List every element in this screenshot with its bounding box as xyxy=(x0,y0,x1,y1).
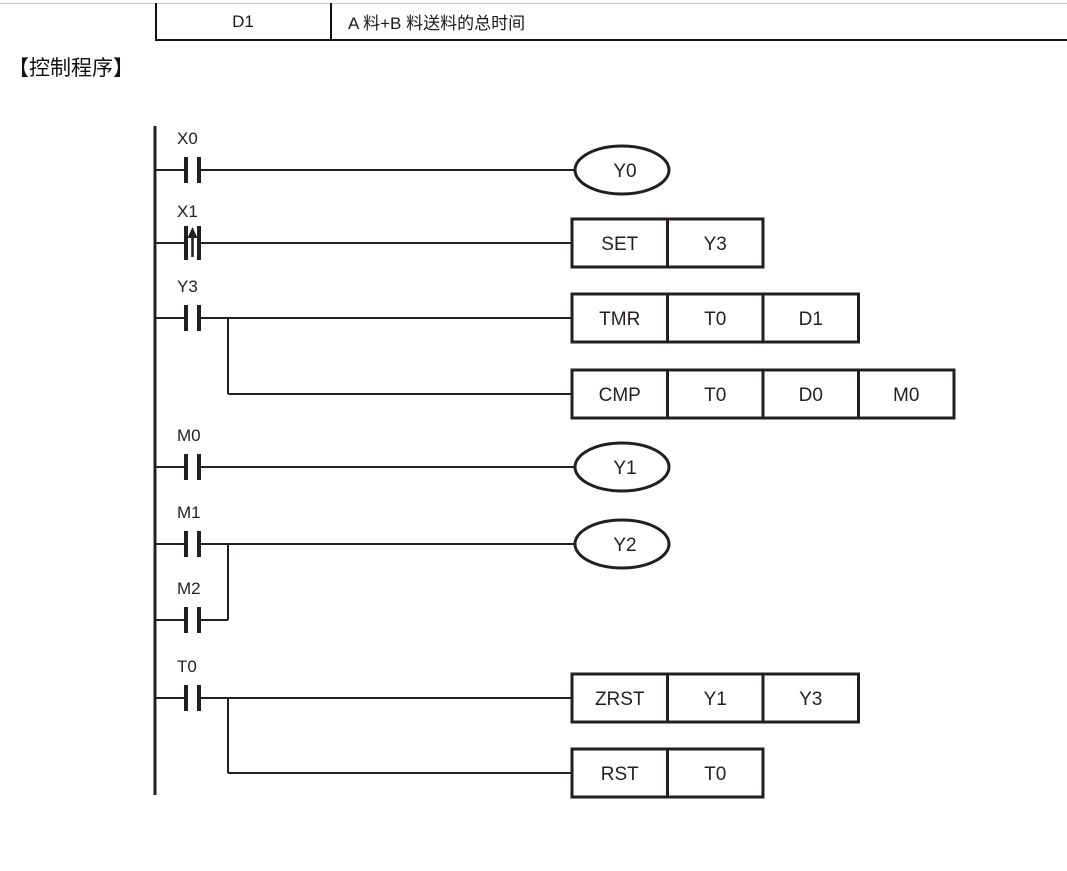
coil-Y0 xyxy=(573,144,671,196)
contact-label-X0: X0 xyxy=(177,129,198,148)
instruction-cell-Y3: Y3 xyxy=(799,689,822,710)
coil-Y1 xyxy=(573,441,671,493)
section-heading: 【控制程序】 xyxy=(8,56,134,80)
coil-label-Y0: Y0 xyxy=(613,161,636,182)
instruction-cell-CMP: CMP xyxy=(599,385,641,406)
instruction-cell-T0: T0 xyxy=(704,309,726,330)
coil-label-Y2: Y2 xyxy=(613,535,636,556)
instruction-box-TMR xyxy=(570,292,860,344)
instruction-cell-M0: M0 xyxy=(893,385,919,406)
instruction-cell-D0: D0 xyxy=(799,385,823,406)
table-cell-description: A 料+B 料送料的总时间 xyxy=(348,14,526,33)
instruction-cell-Y1: Y1 xyxy=(704,689,727,710)
coil-label-Y1: Y1 xyxy=(613,458,636,479)
instruction-cell-RST: RST xyxy=(601,764,639,785)
instruction-cell-T0: T0 xyxy=(704,385,726,406)
rising-edge-arrowhead xyxy=(187,227,198,238)
table-border-left xyxy=(155,3,157,41)
contact-label-Y3: Y3 xyxy=(177,277,198,296)
contact-label-M0: M0 xyxy=(177,426,201,445)
contact-label-M2: M2 xyxy=(177,579,201,598)
contact-label-T0: T0 xyxy=(177,657,197,676)
contact-label-M1: M1 xyxy=(177,503,201,522)
instruction-cell-Y3: Y3 xyxy=(704,234,727,255)
table-border-divider xyxy=(330,3,332,41)
instruction-box-ZRST xyxy=(570,672,860,724)
contact-label-X1: X1 xyxy=(177,202,198,221)
instruction-cell-T0: T0 xyxy=(704,764,726,785)
page-top-rule xyxy=(0,3,1067,4)
table-border-bottom xyxy=(155,39,1067,41)
instruction-cell-D1: D1 xyxy=(799,309,823,330)
instruction-cell-ZRST: ZRST xyxy=(595,689,645,710)
coil-Y2 xyxy=(573,518,671,570)
instruction-cell-SET: SET xyxy=(601,234,638,255)
table-cell-device: D1 xyxy=(232,11,254,31)
instruction-cell-TMR: TMR xyxy=(599,309,640,330)
